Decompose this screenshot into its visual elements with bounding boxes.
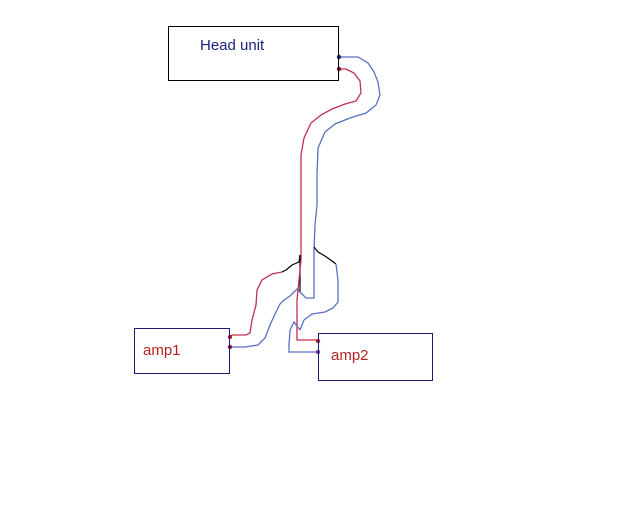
blue-wire-amp1 <box>230 289 297 348</box>
black-split-right <box>313 246 337 265</box>
amp2-box <box>318 333 433 381</box>
blue-wire-main <box>313 56 381 251</box>
red-wire-amp2 <box>296 259 318 341</box>
head-terminal-red <box>336 66 342 72</box>
amp2-label: amp2 <box>331 347 369 364</box>
amp2-terminal-red <box>315 338 321 344</box>
blue-wire-loop <box>295 250 315 299</box>
amp1-terminal-blue <box>227 344 233 350</box>
red-wire-amp1 <box>229 271 283 339</box>
black-split-left <box>281 254 301 273</box>
red-wire-main <box>300 68 362 260</box>
blue-wire-right <box>299 263 339 331</box>
head-terminal-blue <box>336 54 342 60</box>
head-unit-label: Head unit <box>200 37 265 54</box>
blue-wire-amp2 <box>288 320 318 353</box>
head-unit-box <box>168 26 339 81</box>
amp1-box <box>134 328 230 374</box>
amp1-label: amp1 <box>143 342 181 359</box>
amp2-terminal-blue <box>315 349 321 355</box>
amp1-terminal-red <box>227 334 233 340</box>
